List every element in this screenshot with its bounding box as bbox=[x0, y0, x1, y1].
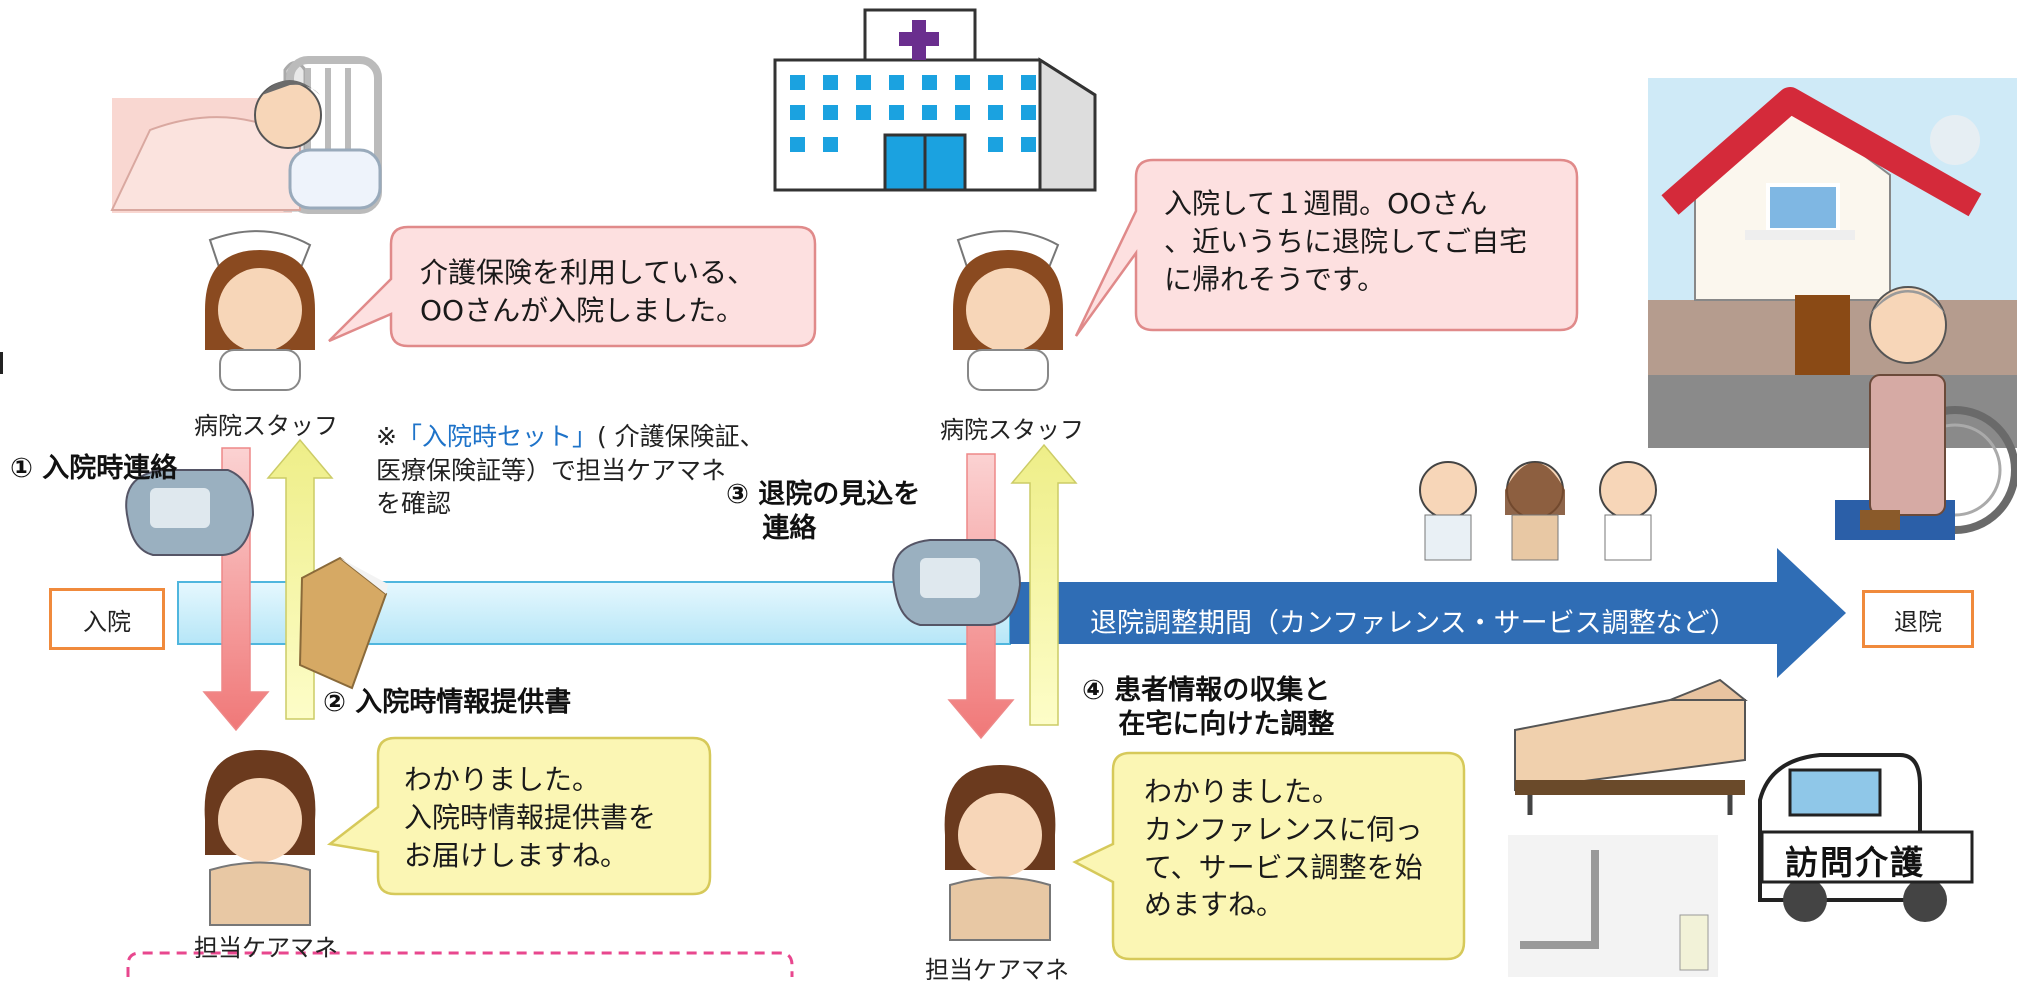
speech-bubble-cm-1 bbox=[326, 736, 712, 896]
arrow-down-1 bbox=[202, 447, 270, 732]
nurse-icon-1 bbox=[205, 230, 315, 391]
note-dashed-box bbox=[126, 951, 794, 977]
telephone-icon-1 bbox=[125, 469, 255, 556]
speech-bubble-cm-2 bbox=[1072, 751, 1466, 961]
role-care-manager-1: 担当ケアマネ bbox=[194, 934, 338, 962]
nurse-icon-2 bbox=[953, 230, 1063, 391]
hospital-building-illustration bbox=[773, 8, 1097, 192]
van-sign: 訪問介護 bbox=[1785, 843, 1925, 882]
role-care-manager-2: 担当ケアマネ bbox=[925, 956, 1069, 984]
bubble-text-staff-1: 介護保険を利用している、 OOさんが入院しました。 bbox=[420, 256, 756, 327]
discharge-period-label: 退院調整期間（カンファレンス・サービス調整など） bbox=[1090, 608, 1737, 639]
discharge-label: 退院 bbox=[1894, 607, 1942, 636]
admission-set-note: ※「入院時セット」( 介護保険証、 医療保険証等）で担当ケアマネ を確認 bbox=[376, 386, 765, 521]
arrow-up-2 bbox=[1010, 443, 1078, 726]
care-manager-icon-1 bbox=[204, 750, 316, 926]
bubble-text-cm-2: わかりました。 カンファレンスに伺っ て、サービス調整を始 めますね。 bbox=[1144, 775, 1423, 922]
discharge-period-arrow bbox=[1010, 548, 1846, 678]
step-3-label: ③ 退院の見込を 連絡 bbox=[726, 479, 921, 544]
care-bed-illustration bbox=[1514, 678, 1748, 815]
role-hospital-staff-2: 病院スタッフ bbox=[940, 416, 1084, 444]
edge-mark bbox=[0, 352, 3, 374]
care-manager-icon-2 bbox=[944, 765, 1056, 941]
home-illustration bbox=[1648, 78, 2017, 448]
telephone-icon-2 bbox=[892, 539, 1022, 626]
discharge-box: 退院 bbox=[1862, 590, 1974, 648]
arrow-up-1 bbox=[266, 438, 334, 720]
admission-label: 入院 bbox=[83, 607, 131, 636]
speech-bubble-staff-2 bbox=[1074, 158, 1579, 337]
wheelchair-elder-illustration bbox=[1835, 286, 2017, 540]
bubble-text-staff-2: 入院して１週間。OOさん 、近いうちに退院してご自宅 に帰れそうです。 bbox=[1164, 187, 1528, 296]
handrail-illustration bbox=[1508, 835, 1718, 977]
step-4-label: ④ 患者情報の収集と 在宅に向けた調整 bbox=[1082, 675, 1335, 740]
role-hospital-staff-1: 病院スタッフ bbox=[194, 412, 338, 440]
envelope-icon bbox=[298, 556, 388, 690]
care-team-illustration bbox=[1419, 461, 1657, 561]
hospital-windows bbox=[790, 75, 1036, 152]
step-1-label: ① 入院時連絡 bbox=[10, 453, 178, 484]
note-highlight: 「入院時セット」 bbox=[396, 421, 597, 451]
note-rest: ( 介護保険証、 医療保険証等）で担当ケアマネ を確認 bbox=[376, 421, 765, 519]
patient-in-bed-illustration bbox=[110, 56, 382, 214]
care-van-illustration bbox=[1758, 753, 1974, 922]
note-prefix: ※ bbox=[376, 421, 397, 451]
admission-box: 入院 bbox=[49, 588, 165, 650]
speech-bubble-staff-1 bbox=[328, 225, 817, 348]
step-2-label: ② 入院時情報提供書 bbox=[323, 687, 572, 718]
bubble-text-cm-1: わかりました。 入院時情報提供書を お届けしますね。 bbox=[404, 763, 657, 872]
